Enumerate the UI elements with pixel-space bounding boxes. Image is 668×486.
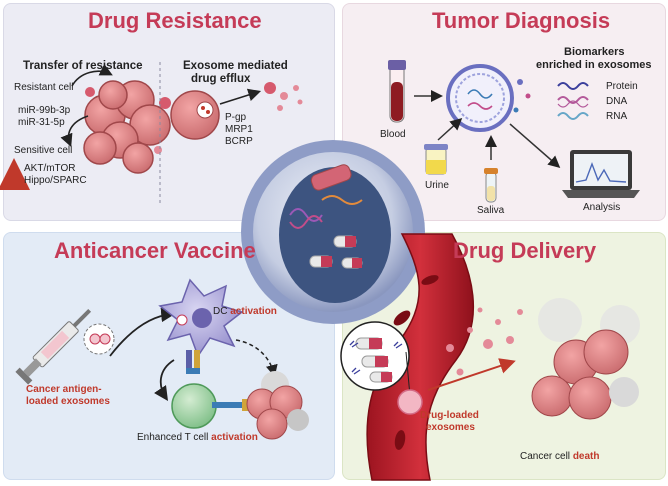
urine-label: Urine xyxy=(425,180,449,191)
tcell-label: Enhanced T cell xyxy=(137,432,212,443)
rna-label: RNA xyxy=(606,111,628,122)
arrow-to-tcell xyxy=(154,359,175,401)
drug-loaded-label-2: exosomes xyxy=(426,422,475,433)
exosome-dots xyxy=(446,307,523,376)
inset-pointer xyxy=(405,351,411,397)
dc-label: DC xyxy=(213,306,231,317)
anticancer-vaccine-title: Anticancer Vaccine xyxy=(54,238,256,263)
vaccine-tumor xyxy=(246,371,309,440)
antigen-label-1: Cancer antigen- xyxy=(26,384,102,395)
sensitive-cell-label: Sensitive cell xyxy=(14,145,73,156)
arrow-to-dc xyxy=(109,307,176,357)
laptop-icon xyxy=(562,150,640,198)
arrow-analysis xyxy=(509,123,561,168)
efflux-heading-2: drug efflux xyxy=(191,73,251,85)
dc-emphasis: activation xyxy=(230,306,277,317)
pathway-2-label: Hippo/SPARC xyxy=(24,175,87,186)
dendritic-cell xyxy=(158,278,244,358)
transporter-2-label: MRP1 xyxy=(225,124,253,135)
analysis-label: Analysis xyxy=(583,202,621,213)
t-cell xyxy=(171,383,248,429)
dc-activation-label: DC activation xyxy=(213,306,277,318)
efflux-cell xyxy=(170,82,303,140)
transfer-heading: Transfer of resistance xyxy=(23,60,143,72)
arrow-to-tumor xyxy=(427,358,516,391)
urine-cup-icon xyxy=(424,144,448,175)
dna-label: DNA xyxy=(606,96,628,107)
tumor-diagnosis-title: Tumor Diagnosis xyxy=(432,8,611,33)
exosome-inset-icon xyxy=(83,323,115,355)
dying-tumor xyxy=(531,298,640,420)
drug-capsule-inset xyxy=(340,321,410,391)
arrow-dc-tumor xyxy=(235,339,278,377)
cancer-death-label: Cancer cell death xyxy=(520,451,599,463)
syringe-icon xyxy=(15,308,92,385)
biomarker-icons xyxy=(557,82,589,120)
saliva-label: Saliva xyxy=(477,205,505,216)
transporter-3-label: BCRP xyxy=(225,136,253,147)
tcell-emphasis: activation xyxy=(211,432,258,443)
protein-label: Protein xyxy=(606,81,638,92)
transporter-1-label: P-gp xyxy=(225,112,247,123)
drug-resistance-title: Drug Resistance xyxy=(88,8,262,33)
arrow-urine xyxy=(437,117,463,141)
tumor-cluster xyxy=(83,80,171,174)
mirna-2-label: miR-31-5p xyxy=(18,117,65,128)
pathway-1-label: AKT/mTOR xyxy=(24,163,76,174)
mirna-1-label: miR-99b-3p xyxy=(18,105,71,116)
death-label: Cancer cell xyxy=(520,451,573,462)
resistance-arrows xyxy=(0,63,113,190)
saliva-tube-icon xyxy=(484,168,498,203)
antigen-label-2: loaded exosomes xyxy=(26,396,110,407)
drug-loaded-label-1: Drug-loaded xyxy=(420,410,479,421)
biomarkers-heading-2: enriched in exosomes xyxy=(536,59,652,71)
drug-loaded-exosome xyxy=(397,389,423,415)
tcell-activation-label: Enhanced T cell activation xyxy=(137,432,258,444)
exosome-icon xyxy=(446,64,531,132)
central-exosome xyxy=(241,140,425,324)
death-emphasis: death xyxy=(572,451,600,462)
efflux-heading-1: Exosome mediated xyxy=(183,60,288,72)
blood-tube-icon xyxy=(388,60,406,123)
resistant-cell-label: Resistant cell xyxy=(14,82,74,93)
blood-label: Blood xyxy=(380,129,406,140)
receptor-complex xyxy=(186,350,200,374)
drug-delivery-title: Drug Delivery xyxy=(453,238,597,263)
biomarkers-heading-1: Biomarkers xyxy=(564,46,625,58)
